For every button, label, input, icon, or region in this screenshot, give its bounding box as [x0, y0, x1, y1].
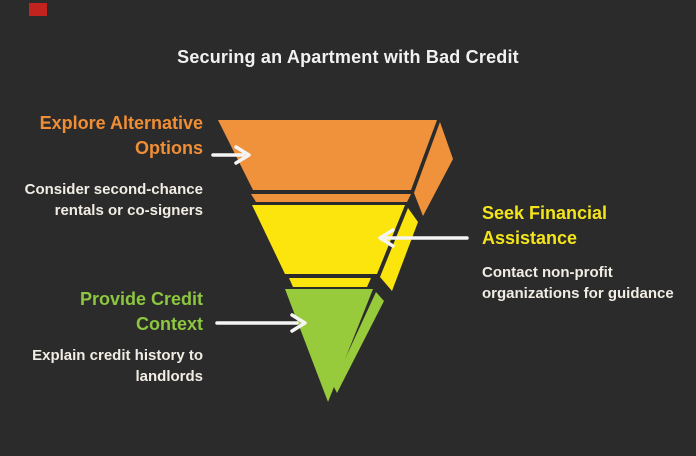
brand-mark	[29, 3, 47, 16]
step-heading-explore-alternative-options: Explore Alternative Options	[40, 111, 203, 161]
step-heading-seek-financial-assistance: Seek Financial Assistance	[482, 201, 607, 251]
step-description-line: rentals or co-signers	[54, 202, 203, 219]
step-description-provide-credit-context: Explain credit history to landlords	[32, 345, 203, 387]
funnel-bottom-side-sliver	[333, 292, 384, 393]
step-description-line: Explain credit history to	[32, 347, 203, 364]
arrow-right-icon	[215, 313, 307, 333]
step-heading-line: Explore Alternative	[39, 113, 203, 133]
funnel-top-side-face	[414, 122, 453, 216]
funnel-top-bottom-lip	[251, 194, 411, 202]
funnel-middle-bottom-lip	[289, 278, 371, 287]
step-heading-line: Seek Financial	[482, 203, 608, 223]
funnel-bottom-front-face	[285, 289, 373, 402]
arrow-left-icon	[378, 228, 469, 248]
funnel-middle-front-face	[252, 205, 405, 274]
step-description-line: landlords	[135, 368, 203, 385]
funnel-top-front-face	[218, 120, 437, 190]
funnel-segment-top	[218, 120, 453, 216]
step-description-line: organizations for guidance	[482, 285, 674, 302]
page-title: Securing an Apartment with Bad Credit	[177, 47, 519, 67]
step-heading-line: Context	[136, 314, 203, 334]
funnel-segment-bottom	[285, 289, 384, 402]
step-heading-provide-credit-context: Provide Credit Context	[80, 287, 203, 337]
step-description-line: Consider second-chance	[24, 181, 203, 198]
step-description-seek-financial-assistance: Contact non-profit organizations for gui…	[482, 262, 674, 304]
funnel-middle-side-face	[380, 208, 418, 291]
step-heading-line: Assistance	[482, 228, 578, 248]
arrow-right-icon	[211, 145, 251, 165]
step-heading-line: Provide Credit	[79, 289, 203, 309]
funnel-segment-middle	[252, 205, 418, 291]
step-description-line: Contact non-profit	[482, 264, 613, 281]
step-heading-line: Options	[135, 138, 203, 158]
step-description-explore-alternative-options: Consider second-chance rentals or co-sig…	[25, 179, 203, 221]
